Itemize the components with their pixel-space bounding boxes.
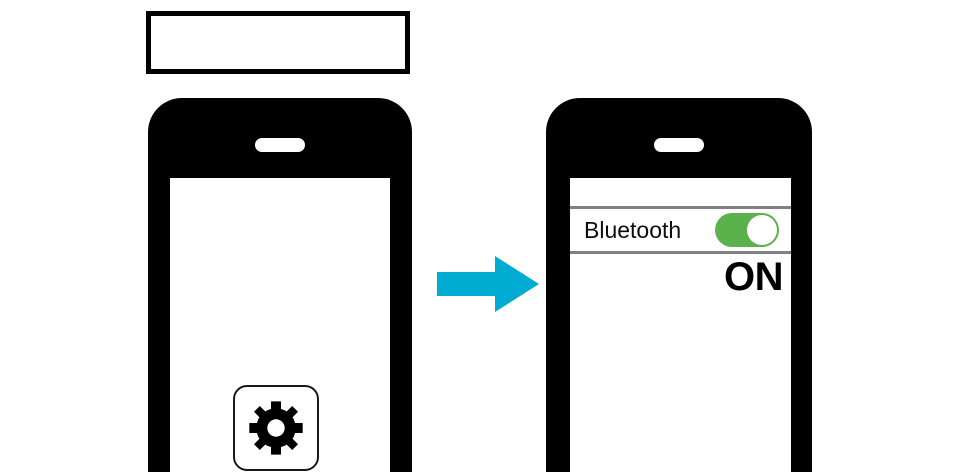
speaker-grill-icon: [255, 138, 305, 152]
phone-after: Bluetooth ON: [546, 98, 812, 472]
state-area: ON: [570, 254, 791, 472]
settings-row-bluetooth[interactable]: Bluetooth: [570, 209, 791, 254]
arrow-right-icon: [437, 256, 539, 312]
settings-app-tile[interactable]: [233, 385, 319, 471]
phone-before-screen: [170, 178, 390, 472]
speaker-grill-icon: [654, 138, 704, 152]
gear-icon: [247, 399, 305, 457]
flow-arrow: [437, 256, 539, 312]
phone-before: [148, 98, 412, 472]
bluetooth-label: Bluetooth: [584, 216, 682, 243]
toggle-knob: [747, 215, 777, 245]
caption-box: [146, 11, 410, 74]
phone-after-screen: Bluetooth ON: [570, 178, 791, 472]
bluetooth-toggle-switch[interactable]: [715, 213, 779, 247]
status-bar: [570, 178, 791, 209]
state-label-on: ON: [724, 255, 784, 299]
